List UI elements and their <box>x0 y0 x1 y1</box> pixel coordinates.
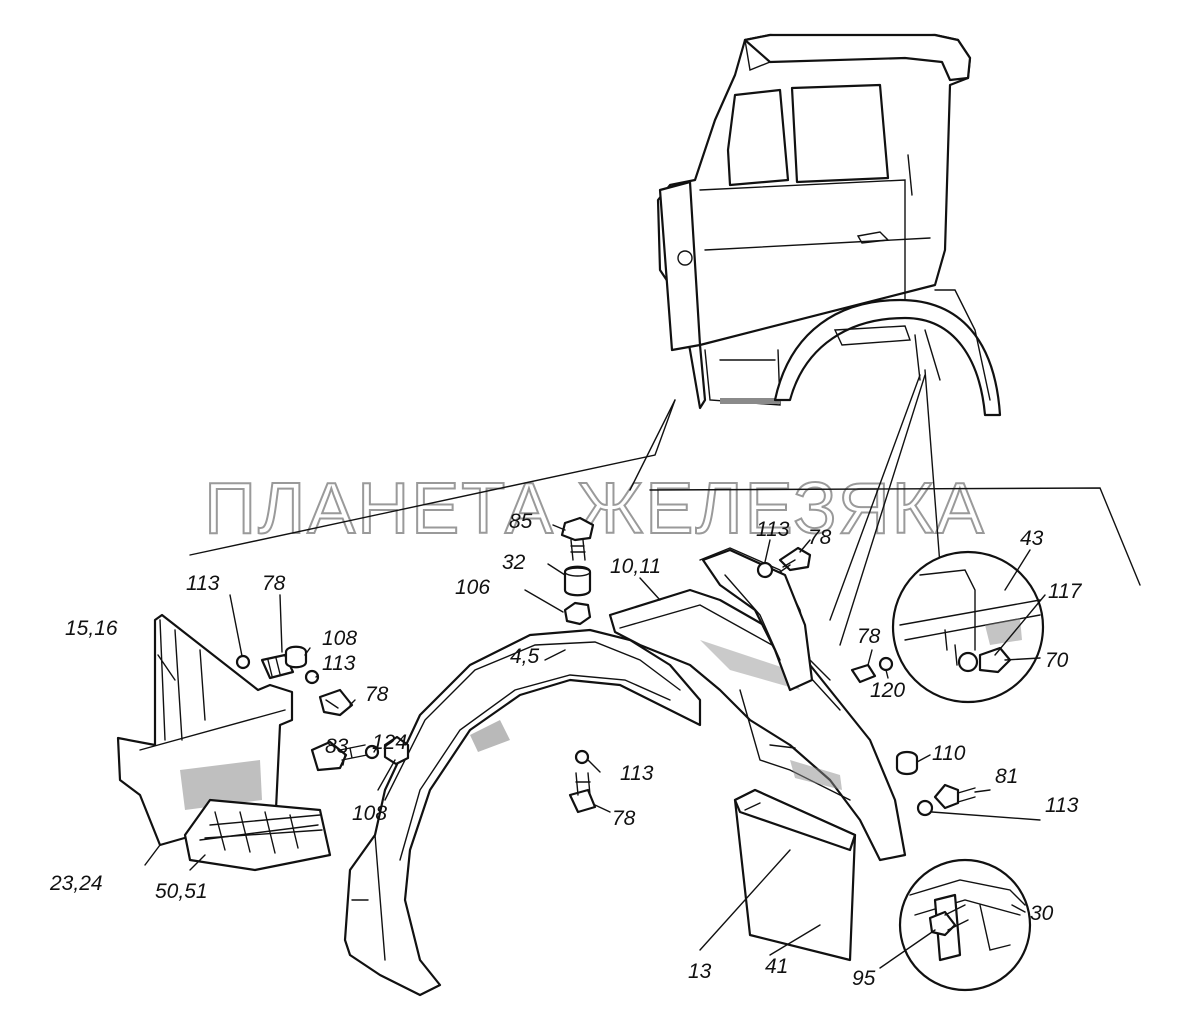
label-83: 83 <box>325 735 349 758</box>
label-43: 43 <box>1020 527 1044 550</box>
label-78-b: 78 <box>365 683 389 706</box>
fasteners-drawing <box>235 516 976 817</box>
cab-drawing <box>189 33 1141 646</box>
label-120: 120 <box>870 679 905 702</box>
label-113-b: 113 <box>322 652 356 675</box>
detail-circle-top <box>891 550 1045 704</box>
label-124: 124 <box>372 731 407 754</box>
label-32: 32 <box>502 551 526 574</box>
label-50-51: 50,51 <box>155 880 208 903</box>
label-113-left: 113 <box>186 572 220 595</box>
label-108-a: 108 <box>322 627 357 650</box>
label-110: 110 <box>932 742 966 765</box>
watermark: ПЛАНЕТА ЖЕЛЕЗЯКА <box>204 469 986 549</box>
callout-labels: 85 32 106 10,11 113 78 43 117 70 113 78 … <box>49 510 1083 990</box>
step-bracket-drawing <box>116 613 332 872</box>
label-81: 81 <box>995 765 1018 788</box>
label-113-d: 113 <box>1045 794 1079 817</box>
label-108-b: 108 <box>352 802 387 825</box>
label-41: 41 <box>765 955 788 978</box>
label-78-c: 78 <box>612 807 636 830</box>
label-113-top: 113 <box>756 518 790 541</box>
label-78-mid: 78 <box>857 625 881 648</box>
label-23-24: 23,24 <box>49 872 103 895</box>
label-113-c: 113 <box>620 762 654 785</box>
label-10-11: 10,11 <box>610 555 661 578</box>
detail-circle-bottom <box>898 858 1032 992</box>
inner-panel-drawing <box>608 547 907 862</box>
label-117: 117 <box>1048 580 1083 603</box>
label-78-left: 78 <box>262 572 286 595</box>
leader-lines <box>144 524 1046 969</box>
label-4-5: 4,5 <box>510 645 540 668</box>
label-13: 13 <box>688 960 712 983</box>
label-95: 95 <box>852 967 876 990</box>
label-30: 30 <box>1030 902 1054 925</box>
fender-drawing <box>343 628 702 997</box>
label-70: 70 <box>1045 649 1069 672</box>
label-15-16: 15,16 <box>65 617 118 640</box>
label-85: 85 <box>509 510 533 533</box>
label-78-top: 78 <box>808 526 832 549</box>
mudflap-drawing <box>733 788 857 962</box>
label-106: 106 <box>455 576 490 599</box>
